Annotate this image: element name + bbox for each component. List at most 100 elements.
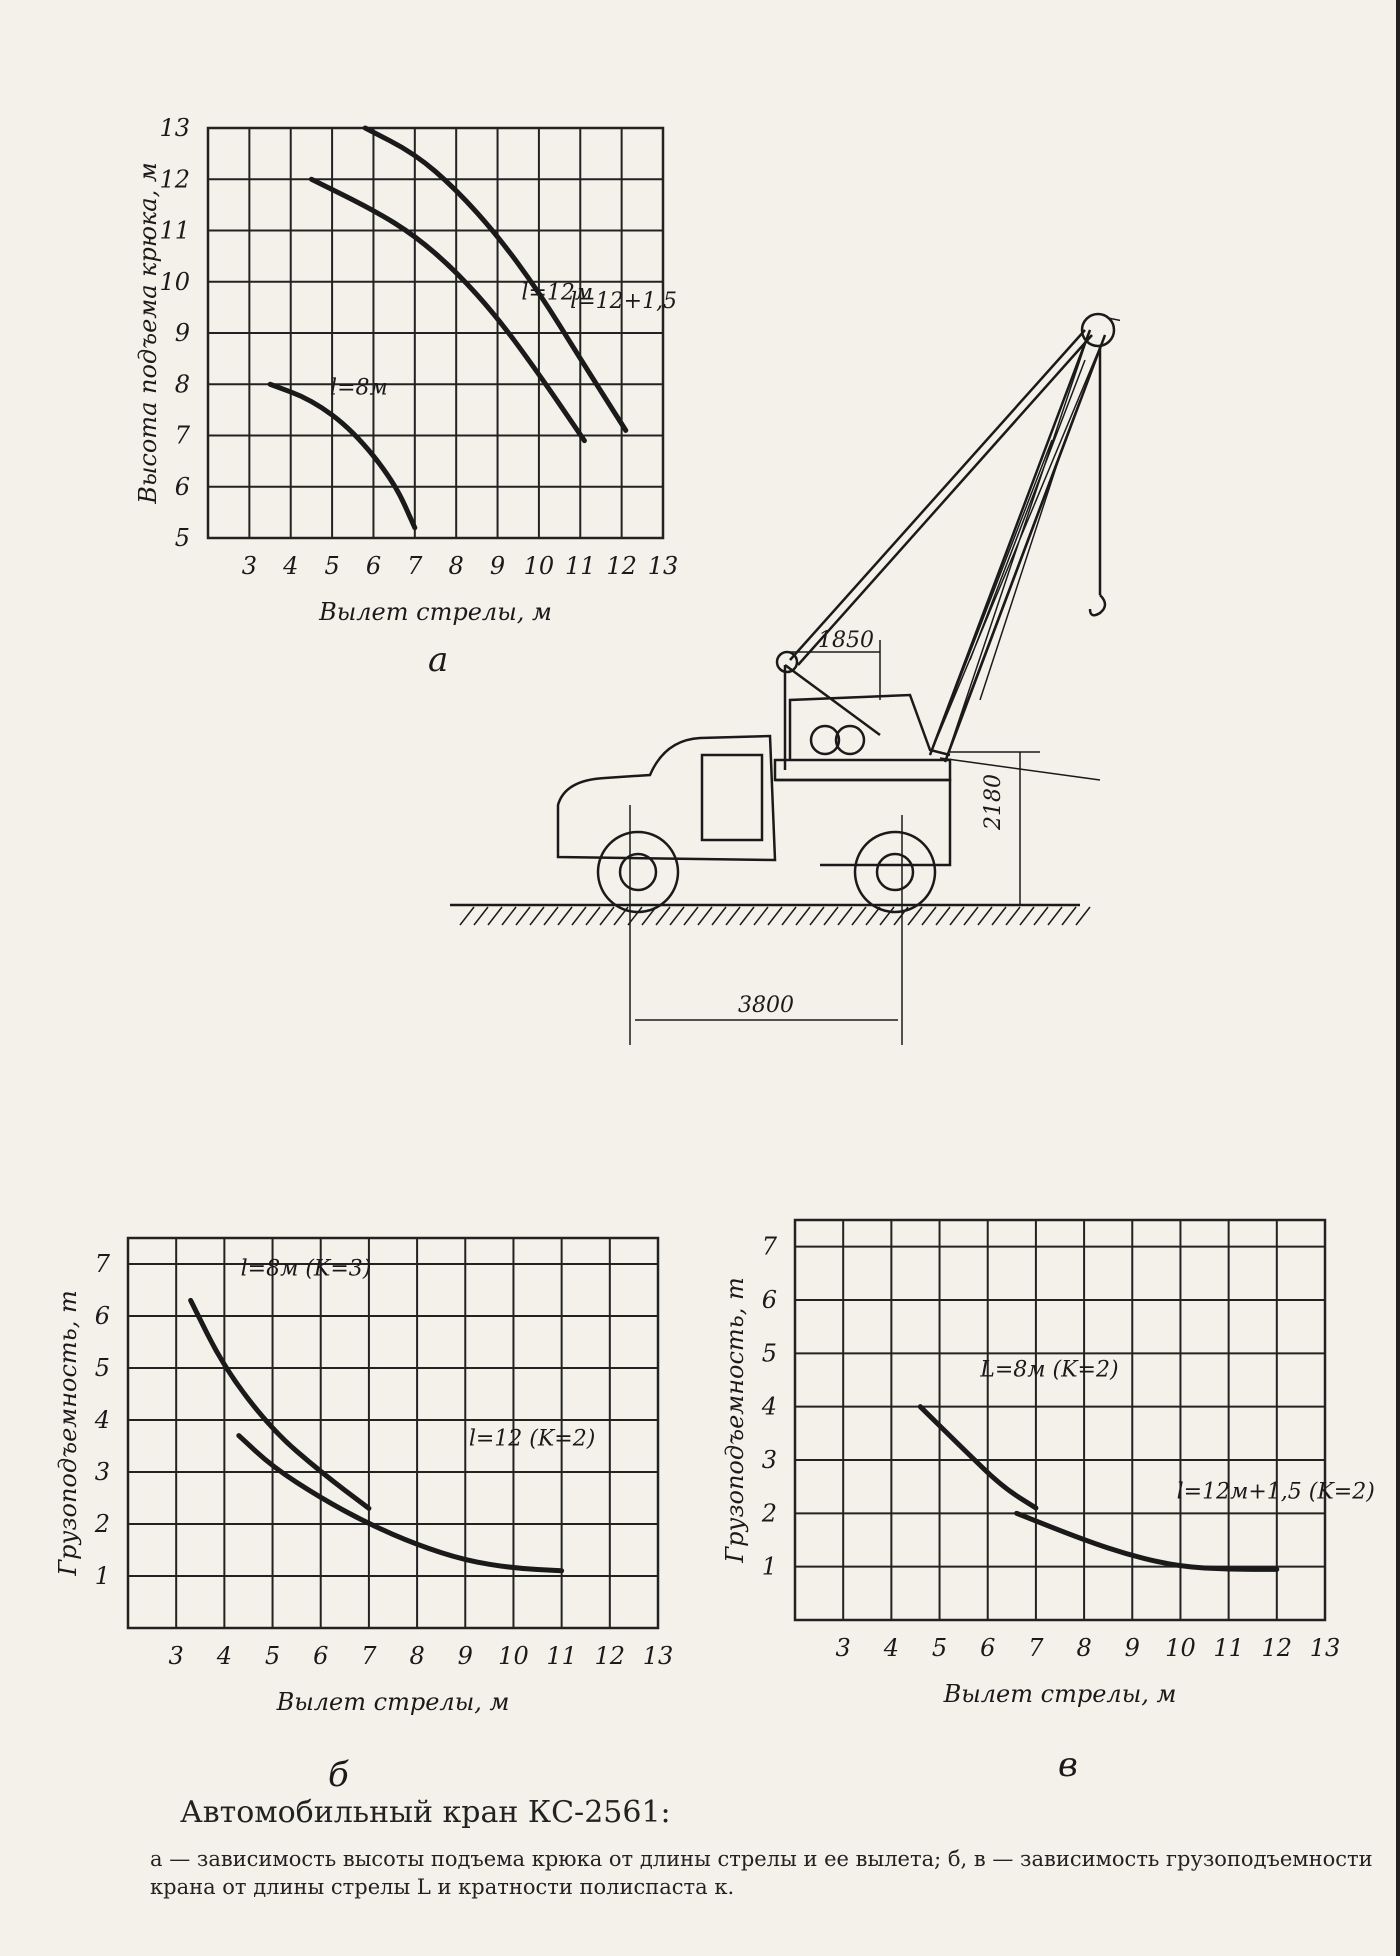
series-line (1014, 1510, 1280, 1572)
panel-letter-v: в (1058, 1745, 1078, 1785)
x-tick-label: 7 (407, 552, 423, 580)
series-label: l=8м (330, 375, 388, 400)
y-tick-label: 13 (159, 114, 190, 142)
x-tick-label: 10 (498, 1642, 529, 1670)
y-tick-label: 6 (95, 1302, 110, 1330)
series-line (236, 1433, 565, 1574)
dim-height-label: 2180 (981, 774, 1006, 831)
dim-wheelbase-label: 3800 (738, 993, 794, 1018)
x-axis-label: Вылет стрелы, м (318, 598, 552, 626)
y-axis-label: Грузоподъемность, т (721, 1277, 749, 1563)
x-tick-label: 5 (265, 1642, 280, 1670)
y-tick-label: 8 (175, 370, 190, 398)
x-tick-label: 10 (1165, 1634, 1196, 1662)
x-tick-label: 7 (1028, 1634, 1044, 1662)
series-label: l=12 (K=2) (469, 1427, 596, 1452)
scan-edge (1396, 0, 1400, 1956)
x-tick-label: 8 (1076, 1634, 1091, 1662)
y-tick-label: 1 (95, 1562, 110, 1590)
x-tick-label: 4 (883, 1634, 899, 1662)
crane-drawing: 8000 1850 2180 3800 (450, 312, 1120, 1045)
y-tick-label: 5 (175, 524, 190, 552)
x-tick-label: 6 (366, 552, 381, 580)
y-tick-label: 1 (762, 1553, 777, 1581)
y-tick-label: 10 (159, 268, 190, 296)
y-tick-label: 7 (95, 1250, 111, 1278)
series-line (267, 381, 418, 531)
x-tick-label: 3 (836, 1634, 851, 1662)
x-tick-label: 8 (449, 552, 464, 580)
y-tick-label: 9 (175, 319, 190, 347)
a-frame-strut (784, 663, 881, 737)
x-tick-label: 3 (242, 552, 257, 580)
x-tick-label: 7 (361, 1642, 377, 1670)
x-tick-label: 4 (216, 1642, 232, 1670)
front-wheel-hub (618, 852, 658, 892)
winch-drum-2 (834, 724, 866, 756)
winch-drum-1 (809, 724, 841, 756)
y-tick-label: 5 (95, 1354, 110, 1382)
plot-frame (793, 1218, 1327, 1622)
crane-base (773, 758, 952, 782)
y-tick-label: 6 (175, 473, 190, 501)
y-tick-label: 3 (762, 1446, 777, 1474)
crane-housing (788, 693, 951, 760)
x-tick-label: 12 (595, 1642, 626, 1670)
x-tick-label: 9 (490, 552, 505, 580)
y-tick-label: 4 (94, 1406, 110, 1434)
x-axis-label: Вылет стрелы, м (276, 1688, 510, 1716)
x-tick-label: 11 (565, 552, 596, 580)
x-tick-label: 6 (313, 1642, 328, 1670)
cab-door (700, 753, 764, 842)
y-tick-label: 5 (762, 1339, 777, 1367)
y-tick-label: 3 (95, 1458, 110, 1486)
x-tick-label: 9 (1125, 1634, 1140, 1662)
x-tick-label: 3 (169, 1642, 184, 1670)
panel-letter-b: б (328, 1755, 349, 1795)
series-line (917, 1404, 1039, 1511)
rear-wheel-hub (875, 852, 915, 892)
series-line (308, 176, 587, 444)
y-tick-label: 7 (762, 1233, 778, 1261)
x-tick-label: 12 (1262, 1634, 1293, 1662)
series-line (362, 125, 629, 433)
front-wheel (596, 830, 680, 914)
figure-caption-text: а — зависимость высоты подъема крюка от … (150, 1847, 1373, 1899)
x-tick-label: 6 (980, 1634, 995, 1662)
x-tick-label: 10 (524, 552, 555, 580)
x-tick-label: 13 (643, 1642, 674, 1670)
series-label: l=8м (K=3) (241, 1256, 372, 1281)
x-tick-label: 11 (546, 1642, 577, 1670)
plot-frame (206, 126, 665, 540)
boom-pendant (789, 329, 1086, 661)
x-tick-label: 4 (282, 552, 298, 580)
panel-letter-a: а (428, 640, 449, 680)
series-line (188, 1297, 372, 1511)
y-tick-label: 2 (761, 1499, 777, 1527)
y-tick-label: 2 (94, 1510, 110, 1538)
truck-platform (775, 778, 952, 867)
x-tick-label: 13 (1310, 1634, 1341, 1662)
series-label: l=12+1,5 (570, 289, 677, 314)
x-tick-label: 9 (458, 1642, 473, 1670)
a-frame-sheave (775, 650, 799, 674)
y-axis-label: Высота подъема крюка, м (134, 162, 162, 505)
y-tick-label: 12 (159, 165, 190, 193)
y-tick-label: 4 (761, 1393, 777, 1421)
boom-head-sheave (1080, 312, 1116, 348)
figure-caption-title: Автомобильный кран КС-2561: (180, 1795, 671, 1830)
x-tick-label: 11 (1213, 1634, 1244, 1662)
x-tick-label: 5 (932, 1634, 947, 1662)
y-tick-label: 11 (159, 217, 190, 245)
y-tick-label: 7 (175, 422, 191, 450)
x-tick-label: 8 (409, 1642, 424, 1670)
truck-cab (556, 734, 777, 862)
rear-wheel (853, 830, 937, 914)
series-label: l=12м+1,5 (K=2) (1177, 1479, 1375, 1504)
x-tick-label: 13 (648, 552, 679, 580)
dim-offset-label: 1850 (818, 628, 874, 653)
ground-hatch (459, 906, 1091, 926)
